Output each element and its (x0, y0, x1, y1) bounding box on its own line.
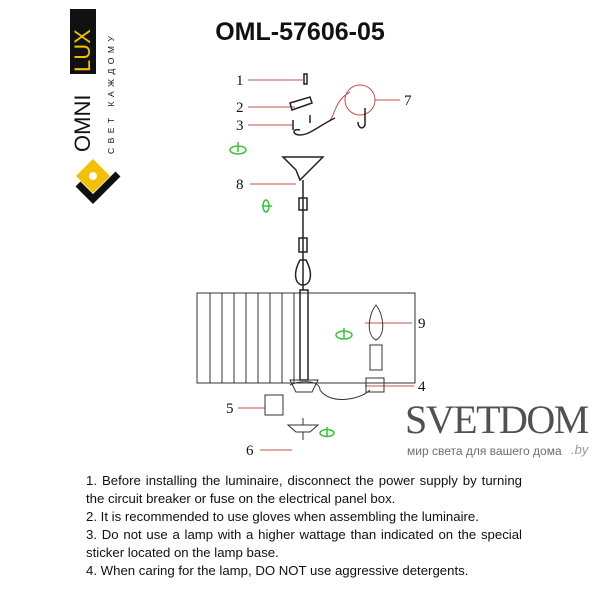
watermark-brand: SVETDOM (405, 397, 589, 442)
part-label-5: 5 (226, 401, 234, 417)
watermark-tagline: мир света для вашего дома (407, 444, 562, 458)
assembly-diagram: 1 2 3 4 5 6 7 8 9 (196, 73, 426, 459)
part-label-9: 9 (418, 316, 426, 332)
note-2: 2. It is recommended to use gloves when … (86, 509, 479, 524)
note-3: 3. Do not use a lamp with a higher watta… (86, 527, 522, 560)
part-label-6: 6 (246, 443, 254, 459)
svetdom-watermark: SVETDOM мир света для вашего дома .by (405, 398, 600, 468)
part-label-1: 1 (236, 73, 244, 89)
part-label-2: 2 (236, 100, 244, 116)
logo-lux: LUX (70, 29, 95, 72)
model-title: OML-57606-05 (215, 18, 385, 46)
part-label-4: 4 (418, 379, 426, 395)
part-label-8: 8 (236, 177, 244, 193)
part-label-7: 7 (404, 93, 412, 109)
logo-omni: OMNI (70, 95, 95, 152)
part-label-3: 3 (236, 118, 244, 134)
omnilux-logo: LUX OMNI СВЕТ КАЖДОМУ (70, 4, 130, 209)
note-4: 4. When caring for the lamp, DO NOT use … (86, 563, 469, 578)
watermark-suffix: .by (571, 442, 589, 457)
logo-tagline: СВЕТ КАЖДОМУ (106, 32, 116, 154)
note-1: 1. Before installing the luminaire, disc… (86, 473, 522, 506)
safety-notes: 1. Before installing the luminaire, disc… (86, 472, 522, 580)
